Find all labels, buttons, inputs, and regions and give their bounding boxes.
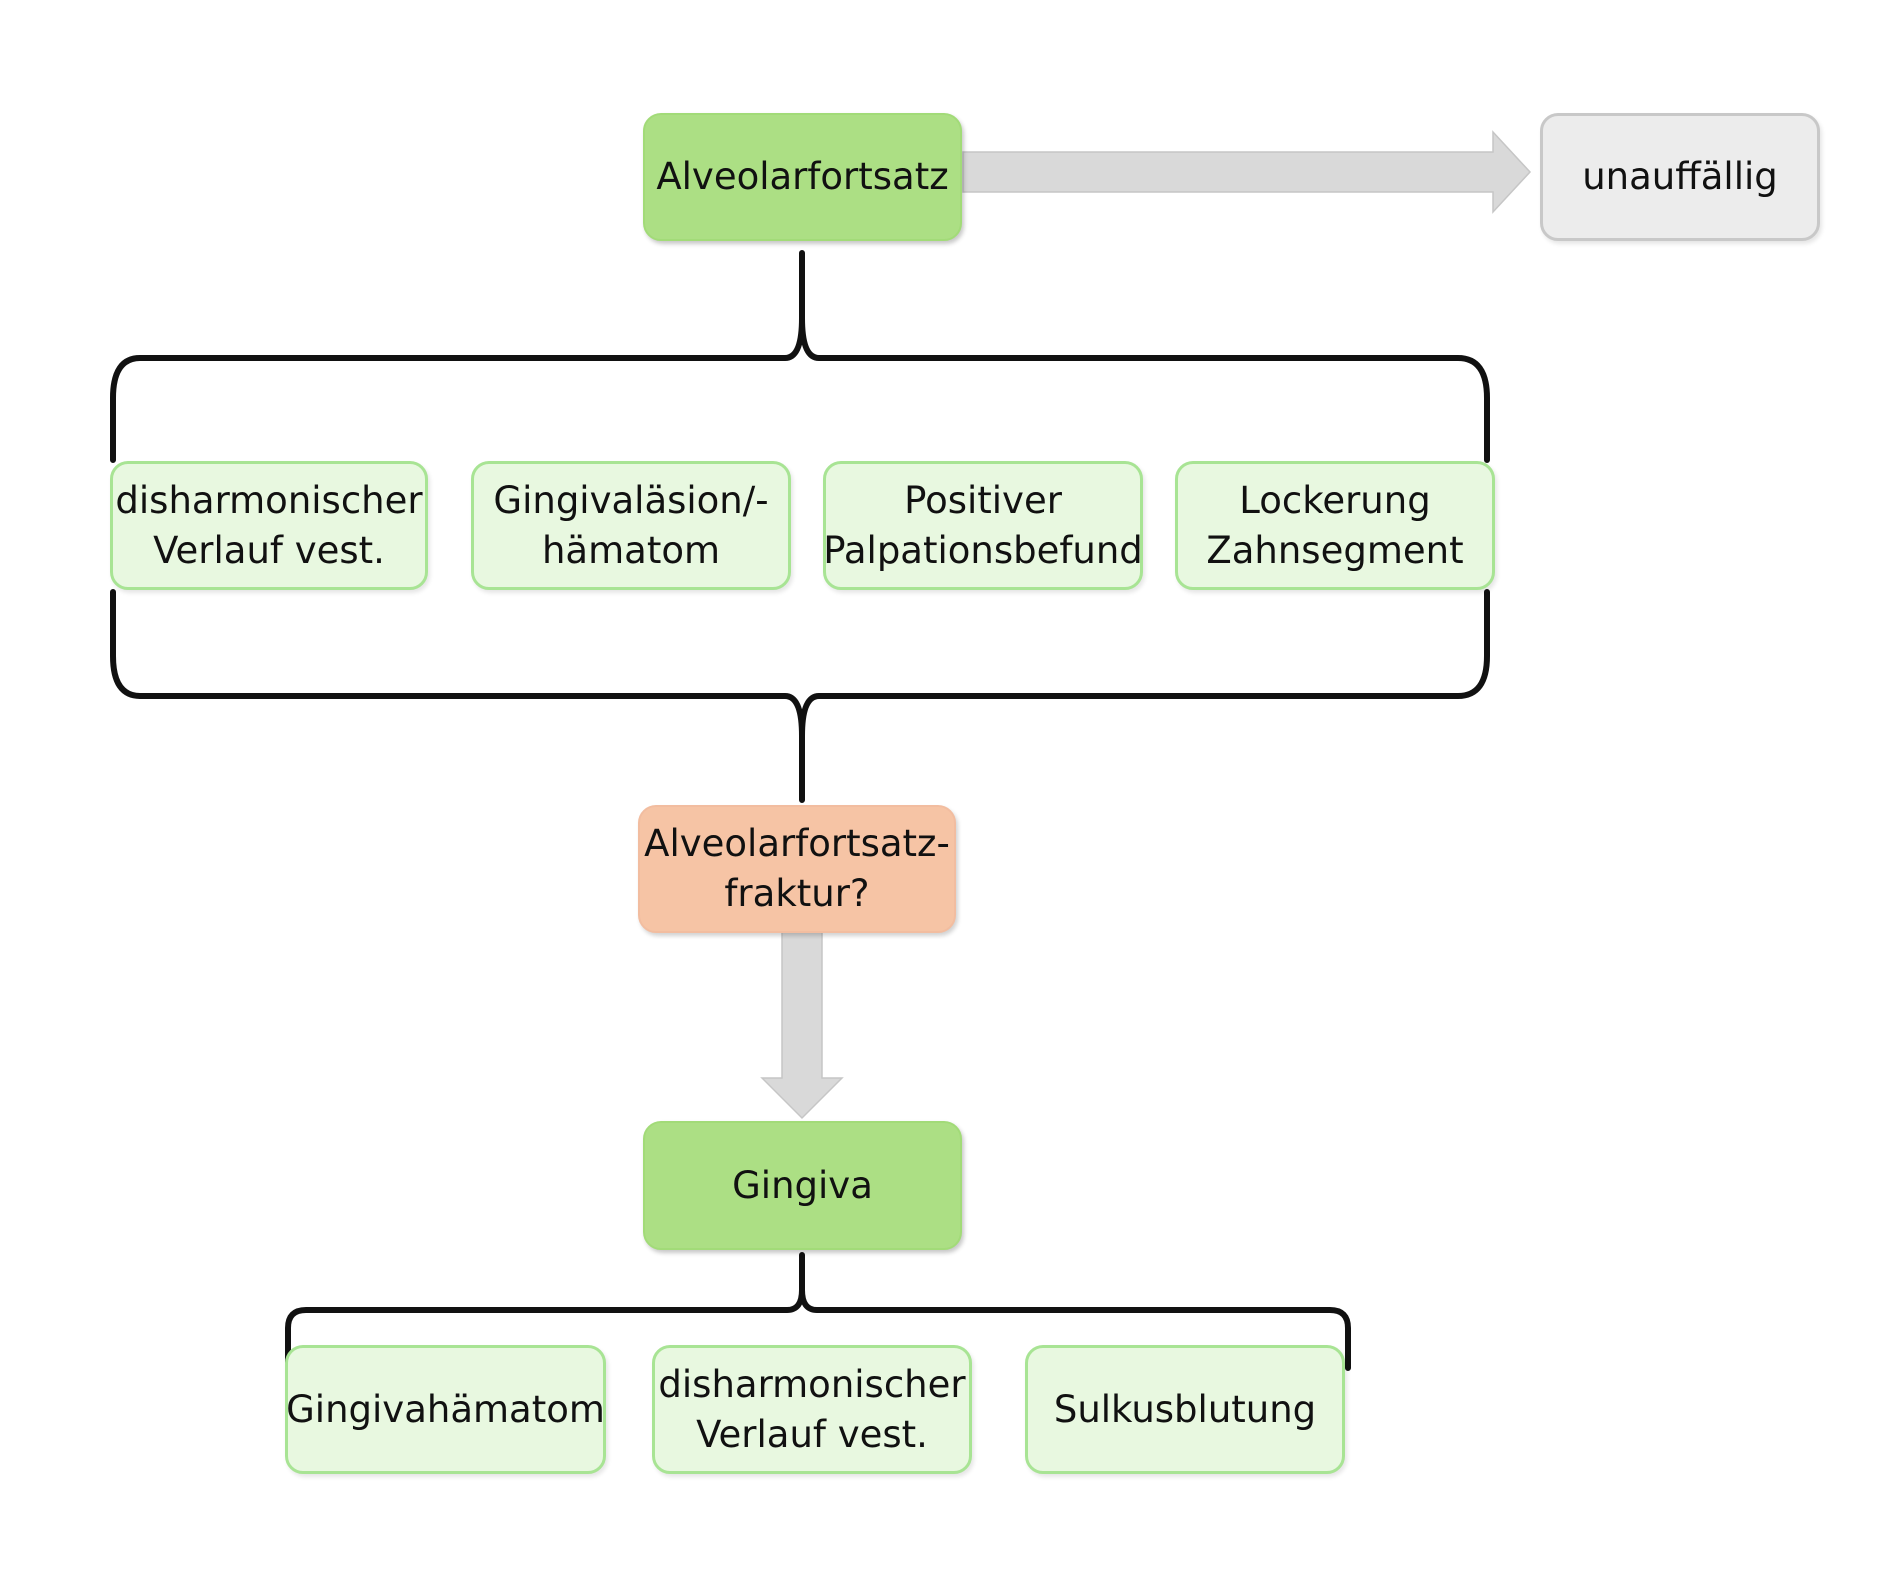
finding-label: Sulkusblutung bbox=[1053, 1387, 1317, 1431]
node-criterion-disharmonischer-verlauf: disharmonischer Verlauf vest. bbox=[110, 461, 428, 590]
upper-brace-bottom bbox=[110, 589, 1490, 803]
node-fracture-question: Alveolarfortsatz- fraktur? bbox=[638, 805, 956, 933]
criterion-label: Gingivaläsion/- hämatom bbox=[493, 478, 769, 572]
node-gingiva-label: Gingiva bbox=[732, 1163, 873, 1207]
lower-brace bbox=[285, 1252, 1351, 1371]
finding-label: disharmonischer Verlauf vest. bbox=[658, 1362, 966, 1456]
arrow-to-gingiva bbox=[760, 931, 844, 1120]
finding-label: Gingivahämatom bbox=[286, 1387, 605, 1431]
node-alveolarfortsatz: Alveolarfortsatz bbox=[643, 113, 962, 241]
node-unauffaellig: unauffällig bbox=[1540, 113, 1820, 241]
arrow-to-unauffaellig bbox=[962, 130, 1532, 214]
node-criterion-palpationsbefund: Positiver Palpationsbefund bbox=[823, 461, 1143, 590]
node-criterion-lockerung: Lockerung Zahnsegment bbox=[1175, 461, 1495, 590]
node-alveolarfortsatz-label: Alveolarfortsatz bbox=[656, 155, 949, 198]
node-finding-sulkusblutung: Sulkusblutung bbox=[1025, 1345, 1345, 1474]
node-criterion-gingivalaesion: Gingivaläsion/- hämatom bbox=[471, 461, 791, 590]
criterion-label: disharmonischer Verlauf vest. bbox=[115, 478, 423, 572]
node-unauffaellig-label: unauffällig bbox=[1582, 155, 1778, 198]
node-gingiva: Gingiva bbox=[643, 1121, 962, 1250]
criterion-label: Lockerung Zahnsegment bbox=[1206, 478, 1464, 572]
node-finding-gingivahaematom: Gingivahämatom bbox=[285, 1345, 606, 1474]
node-finding-disharmonischer-verlauf: disharmonischer Verlauf vest. bbox=[652, 1345, 972, 1474]
node-fracture-label: Alveolarfortsatz- fraktur? bbox=[644, 822, 950, 915]
upper-brace-top bbox=[110, 250, 1490, 463]
criterion-label: Positiver Palpationsbefund bbox=[823, 478, 1143, 572]
